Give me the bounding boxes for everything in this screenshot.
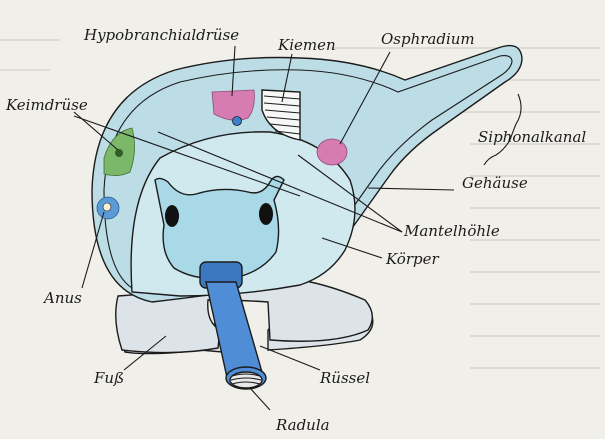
osphradium: [317, 139, 347, 165]
label-keimdruese: Keimdrüse: [5, 96, 88, 114]
radula: [230, 372, 262, 388]
label-siphonalkanal: Siphonalkanal: [478, 128, 586, 146]
gonad-dot: [115, 149, 123, 157]
label-kiemen: Kiemen: [277, 36, 336, 54]
label-osphradium: Osphradium: [381, 30, 475, 48]
hypobranchial-dot: [233, 117, 242, 126]
label-gehaeuse: Gehäuse: [462, 174, 528, 192]
label-anus: Anus: [42, 289, 82, 307]
label-koerper: Körper: [385, 250, 439, 268]
anus-center: [103, 203, 111, 211]
label-mantelhoehle: Mantelhöhle: [403, 222, 500, 240]
left-eye: [165, 205, 179, 227]
label-fuss: Fuß: [93, 369, 124, 387]
hypobranchial-gland: [212, 90, 254, 120]
label-ruessel: Rüssel: [319, 369, 370, 387]
right-eye: [259, 203, 273, 225]
label-hypobranchialdruese: Hypobranchialdrüse: [83, 26, 239, 44]
label-radula: Radula: [275, 416, 330, 434]
